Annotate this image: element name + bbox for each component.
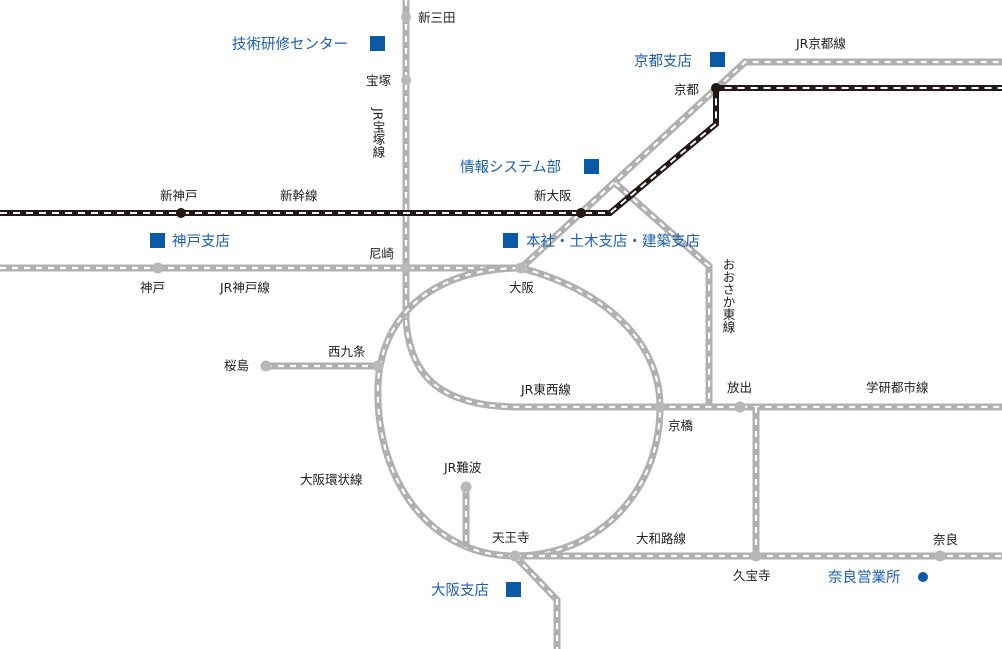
line-label-yamatoji: 大和路線	[636, 531, 687, 546]
station-dot-shin-osaka	[576, 208, 586, 218]
line-label-shinkansen: 新幹線	[280, 188, 318, 203]
station-dot-amagasaki	[400, 262, 412, 274]
station-label-shin-osaka: 新大阪	[534, 188, 572, 203]
station-label-nishikujo: 西九条	[328, 344, 366, 359]
station-label-jr-namba: JR難波	[443, 460, 482, 475]
station-dot-kyoto	[711, 83, 721, 93]
station-label-osaka: 大阪	[509, 280, 535, 295]
shinkansen-line	[0, 85, 1002, 216]
station-label-kyobashi: 京橋	[668, 418, 694, 433]
station-label-nara: 奈良	[933, 532, 958, 547]
office-square-training-center	[370, 36, 385, 51]
line-label-jr-kyoto: JR京都線	[795, 36, 846, 51]
office-label-head-office: 本社・土木支店・建築支店	[526, 232, 700, 250]
office-markers: 技術研修センター 京都支店 情報システム部 神戸支店 本社・土木支店・建築支店 …	[150, 36, 928, 599]
station-dot-nishikujo	[372, 360, 384, 372]
station-dot-hanaten	[734, 401, 746, 413]
office-square-kyoto-branch	[710, 52, 725, 67]
line-label-jr-kobe: JR神戸線	[219, 280, 270, 295]
office-label-nara-office: 奈良営業所	[828, 569, 901, 586]
station-labels: 新三田 宝塚 新神戸 新大阪 京都 尼崎 神戸 大阪 西九条 桜島 京橋 放出 …	[140, 10, 958, 583]
station-dot-nara	[934, 550, 946, 562]
osaka-higashi-line	[612, 180, 713, 407]
station-dot-tennoji	[509, 550, 521, 562]
station-dot-kyuhoji	[750, 550, 762, 562]
line-label-osaka-higashi: おおさか東線	[721, 258, 736, 333]
station-label-amagasaki: 尼崎	[369, 246, 395, 261]
station-label-sakurajima: 桜島	[224, 358, 249, 373]
office-label-training-center: 技術研修センター	[232, 36, 348, 53]
station-dot-shin-sanda	[401, 12, 411, 22]
station-label-takarazuka: 宝塚	[366, 73, 392, 88]
office-square-kobe-branch	[150, 233, 165, 248]
office-square-osaka-branch	[506, 582, 521, 597]
station-label-shin-sanda: 新三田	[418, 10, 456, 25]
station-dot-jr-namba	[460, 481, 472, 493]
station-label-tennoji: 天王寺	[492, 530, 530, 545]
line-label-osaka-loop: 大阪環状線	[300, 472, 363, 487]
line-labels: JR宝塚線 新幹線 JR京都線 JR神戸線 おおさか東線 JR東西線 学研都市線…	[219, 36, 929, 546]
station-label-shin-kobe: 新神戸	[160, 188, 198, 203]
office-label-info-systems: 情報システム部	[460, 159, 561, 176]
office-label-osaka-branch: 大阪支店	[431, 582, 489, 599]
office-label-kobe-branch: 神戸支店	[172, 233, 230, 250]
station-dot-kobe	[152, 262, 164, 274]
station-dot-sakurajima	[260, 360, 272, 372]
south-spur-line	[512, 553, 561, 649]
office-label-kyoto-branch: 京都支店	[634, 53, 692, 70]
office-dot-nara-office	[918, 572, 928, 582]
line-label-jr-takarazuka: JR宝塚線	[371, 107, 386, 158]
station-label-kyuhoji: 久宝寺	[733, 568, 771, 583]
station-dot-osaka	[515, 262, 527, 274]
station-markers	[152, 12, 946, 562]
station-dot-takarazuka	[401, 75, 411, 85]
station-dot-kyobashi	[654, 401, 666, 413]
station-label-kobe: 神戸	[140, 280, 165, 295]
station-dot-shin-kobe	[176, 208, 186, 218]
line-label-jr-tozai: JR東西線	[520, 382, 571, 397]
office-square-head-office	[503, 233, 518, 248]
station-label-hanaten: 放出	[727, 380, 752, 395]
office-square-info-systems	[584, 159, 599, 174]
line-label-gakkentoshi: 学研都市線	[866, 380, 929, 395]
station-label-kyoto: 京都	[674, 82, 700, 97]
